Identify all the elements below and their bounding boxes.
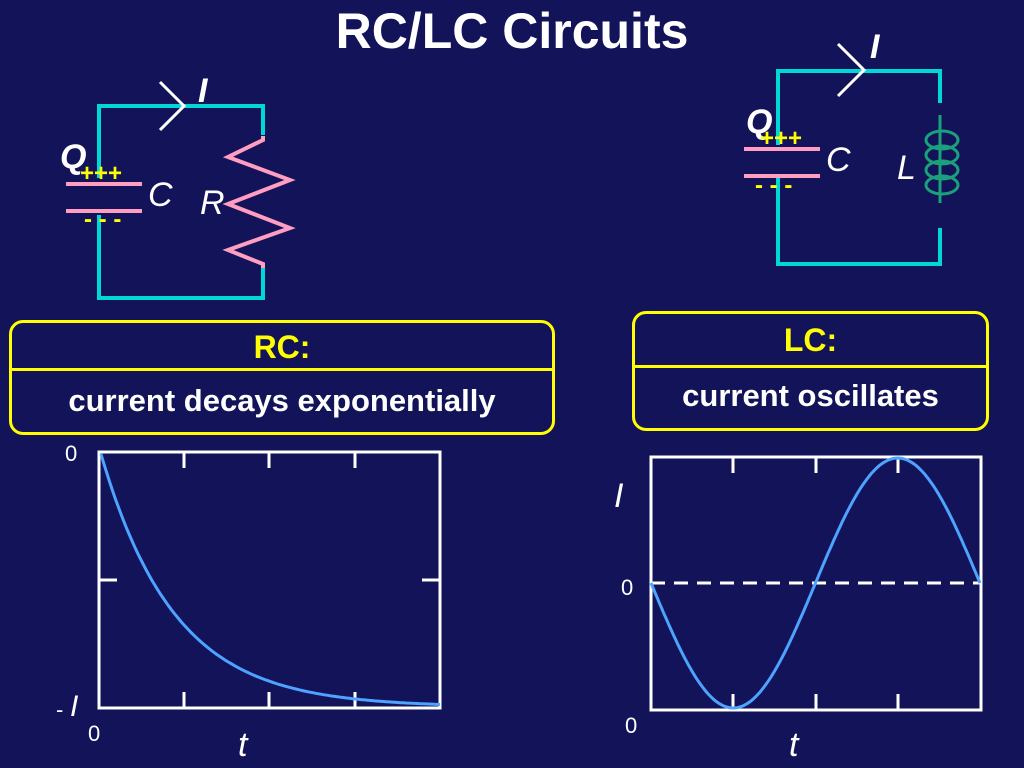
rc-plus-charges: +++ [80,160,123,187]
rc-summary-box: RC: current decays exponentially [9,320,555,435]
rc-y-bottom-symbol: I [70,690,79,723]
rc-y-bottom-prefix: - [56,697,64,722]
slide-title: RC/LC Circuits [335,3,689,59]
rc-x-axis-label: t [238,726,248,764]
rc-x-origin-label: 0 [88,721,101,746]
lc-box-heading: LC: [783,322,838,358]
rc-charge-label: Q [60,138,87,176]
lc-plus-charges: +++ [760,125,803,152]
lc-plot-ticks [651,455,900,712]
lc-minus-charges: - - - [755,172,793,199]
rc-box-divider [9,368,555,371]
rc-wire [97,104,265,300]
rc-capacitor-label: C [148,176,173,214]
lc-y-symbol: I [614,477,624,515]
rc-current-label: I [198,72,208,110]
lc-capacitor-label: C [826,141,851,179]
lc-summary-box: LC: current oscillates [632,311,989,431]
rc-plot-ticks [99,452,440,708]
lc-x-axis-label: t [789,726,799,764]
lc-inductor-label: L [897,149,916,187]
lc-x-origin-label: 0 [625,713,638,738]
lc-current-arrow [836,42,867,98]
rc-current-arrow [158,80,187,132]
lc-y-mid-label: 0 [621,575,634,600]
lc-oscillation-curve [649,456,982,710]
lc-inductor [924,115,960,203]
rc-decay-curve [99,453,441,706]
rc-box-heading: RC: [253,329,311,365]
lc-box-divider [632,365,989,368]
rc-resistor-label: R [200,184,225,222]
rc-y-top-label: 0 [65,441,78,466]
lc-wire [776,69,942,266]
lc-charge-label: Q [746,103,773,141]
lc-plot [649,455,983,712]
rc-plot [97,450,442,710]
rc-box-text: current decays exponentially [68,383,496,418]
rc-resistor [222,136,296,268]
lc-current-label: I [870,28,880,66]
lc-circuit [744,42,960,266]
rc-minus-charges: - - - [84,206,122,233]
lc-box-text: current oscillates [682,378,939,413]
rc-circuit [66,80,296,300]
